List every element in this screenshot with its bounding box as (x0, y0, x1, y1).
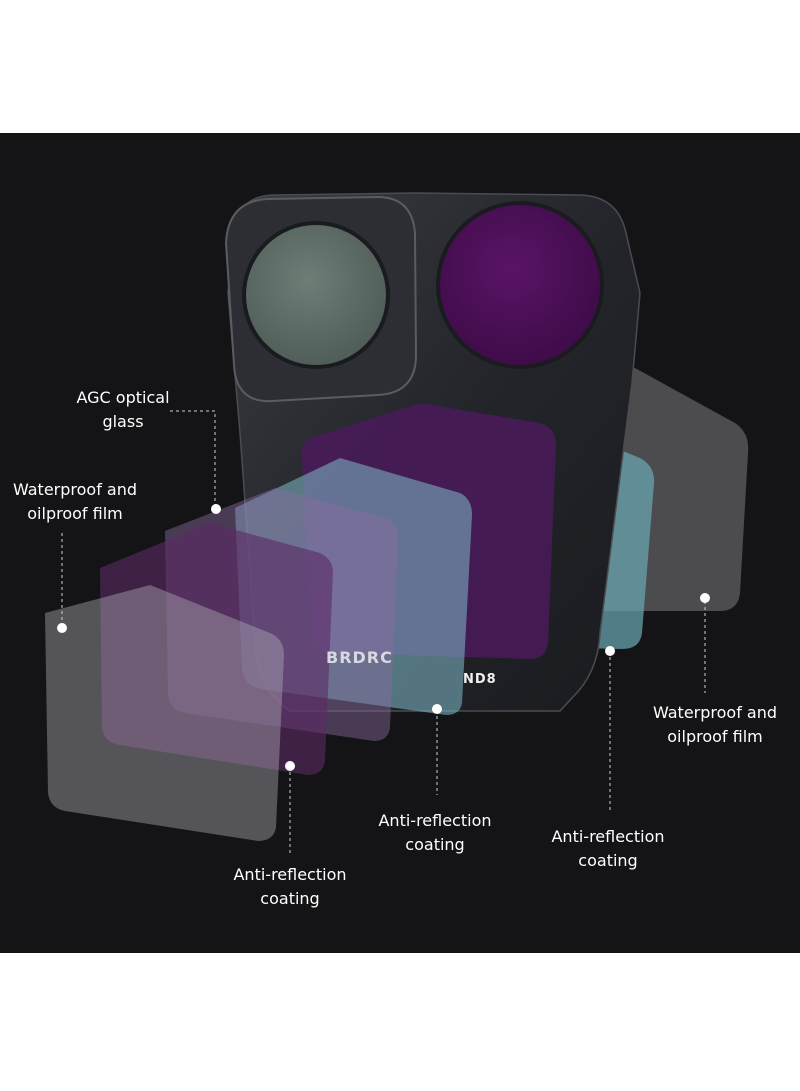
callout-line: Waterproof and (652, 703, 778, 722)
callout-anti-reflection-coating-right: Anti-reflection coating (538, 825, 678, 873)
callout-agc-optical-glass: AGC optical glass (68, 386, 178, 434)
dot-waterproof-right (700, 593, 710, 603)
callout-anti-reflection-coating-center: Anti-reflection coating (365, 809, 505, 857)
callout-line: Anti-reflection (233, 865, 347, 884)
coating-layer-far-left-purple (100, 523, 333, 775)
callout-waterproof-oilproof-film-right: Waterproof and oilproof film (640, 701, 790, 749)
leader-agc-optical-glass (170, 410, 216, 509)
callout-line: AGC optical (76, 388, 170, 407)
dot-anti-reflection-left (285, 761, 295, 771)
filter-marking-text: ND8 (463, 672, 497, 687)
callout-line: oilproof film (667, 727, 763, 746)
film-layer-front-left (45, 585, 284, 841)
dot-waterproof-left (57, 623, 67, 633)
callout-line: coating (578, 851, 638, 870)
callout-line: oilproof film (27, 504, 123, 523)
dot-anti-reflection-right (605, 646, 615, 656)
purple-lens (436, 201, 604, 369)
product-diagram: BRDRC ND8 AGC optical glass Waterproof a… (0, 133, 800, 953)
callout-anti-reflection-coating-left: Anti-reflection coating (220, 863, 360, 911)
callout-line: Waterproof and (12, 480, 138, 499)
callout-line: coating (260, 889, 320, 908)
filter-layers-illustration: BRDRC ND8 (45, 192, 749, 855)
dot-anti-reflection-center (432, 704, 442, 714)
callout-waterproof-oilproof-film-left: Waterproof and oilproof film (0, 478, 150, 526)
brand-logo-text: BRDRC (326, 648, 393, 667)
callout-line: Anti-reflection (551, 827, 665, 846)
grey-lens (242, 221, 390, 369)
callout-line: Anti-reflection (378, 811, 492, 830)
callout-leaders (61, 410, 706, 855)
dot-agc-optical-glass (211, 504, 221, 514)
callout-line: glass (102, 412, 144, 431)
callout-line: coating (405, 835, 465, 854)
callout-dots (57, 504, 710, 771)
